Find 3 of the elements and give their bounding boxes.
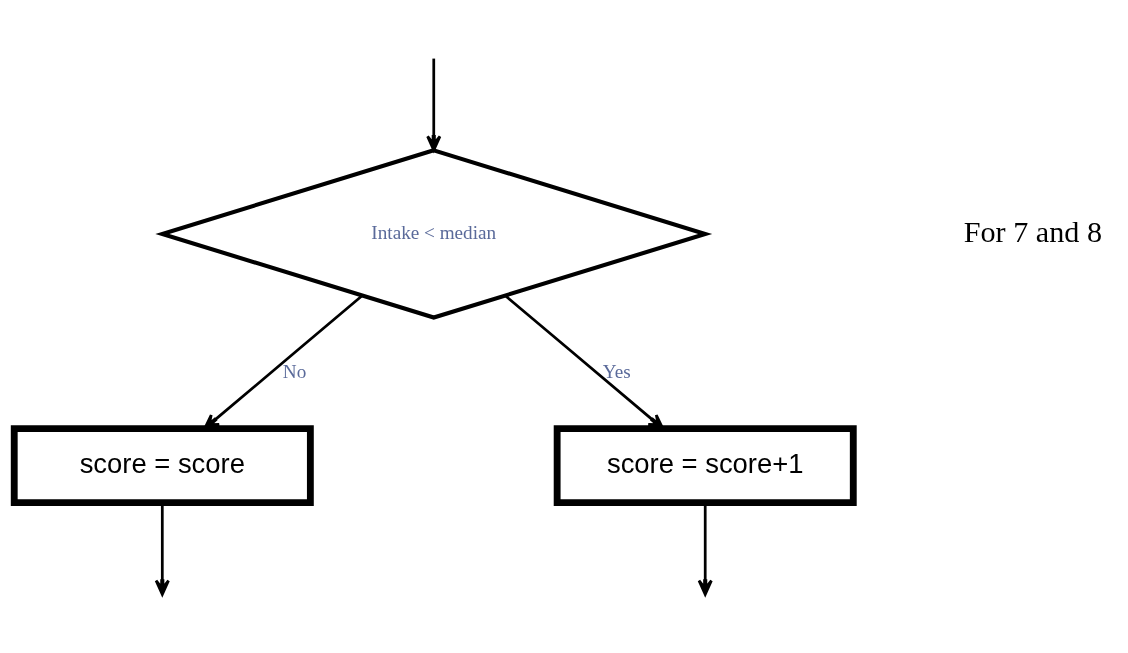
label: For 7 and 8 — [963, 214, 1102, 249]
edge-label: No — [282, 361, 307, 383]
edge-label: Yes — [602, 361, 631, 383]
